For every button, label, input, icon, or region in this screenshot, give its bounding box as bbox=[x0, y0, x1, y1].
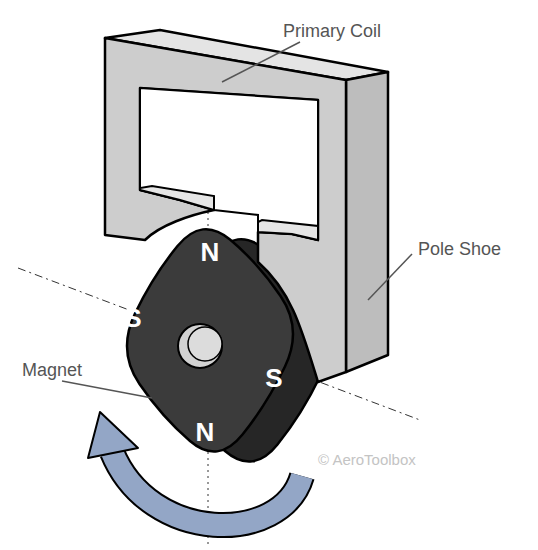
shaft-end bbox=[188, 327, 222, 361]
coil-window bbox=[140, 88, 318, 240]
rotation-arrow-outline bbox=[112, 452, 302, 525]
part-label: Primary Coil bbox=[283, 22, 381, 40]
rotation-arrow bbox=[112, 452, 302, 525]
pole-shoe-side bbox=[346, 72, 388, 372]
pole-label: S bbox=[124, 305, 141, 331]
pole-label: N bbox=[201, 239, 220, 265]
magnet-rotor bbox=[127, 229, 293, 451]
shaft bbox=[178, 324, 222, 368]
part-label: Pole Shoe bbox=[418, 240, 501, 258]
leader-line bbox=[222, 42, 300, 82]
rotation-arrowhead bbox=[88, 412, 138, 458]
leader-line bbox=[368, 254, 412, 300]
pole-label: N bbox=[196, 419, 215, 445]
core-tab-left bbox=[140, 186, 214, 210]
part-label: Magnet bbox=[22, 361, 82, 379]
core-tab-right bbox=[258, 220, 318, 240]
watermark: © AeroToolbox bbox=[318, 452, 416, 467]
leader-line bbox=[62, 381, 152, 398]
pole-label: S bbox=[265, 365, 282, 391]
